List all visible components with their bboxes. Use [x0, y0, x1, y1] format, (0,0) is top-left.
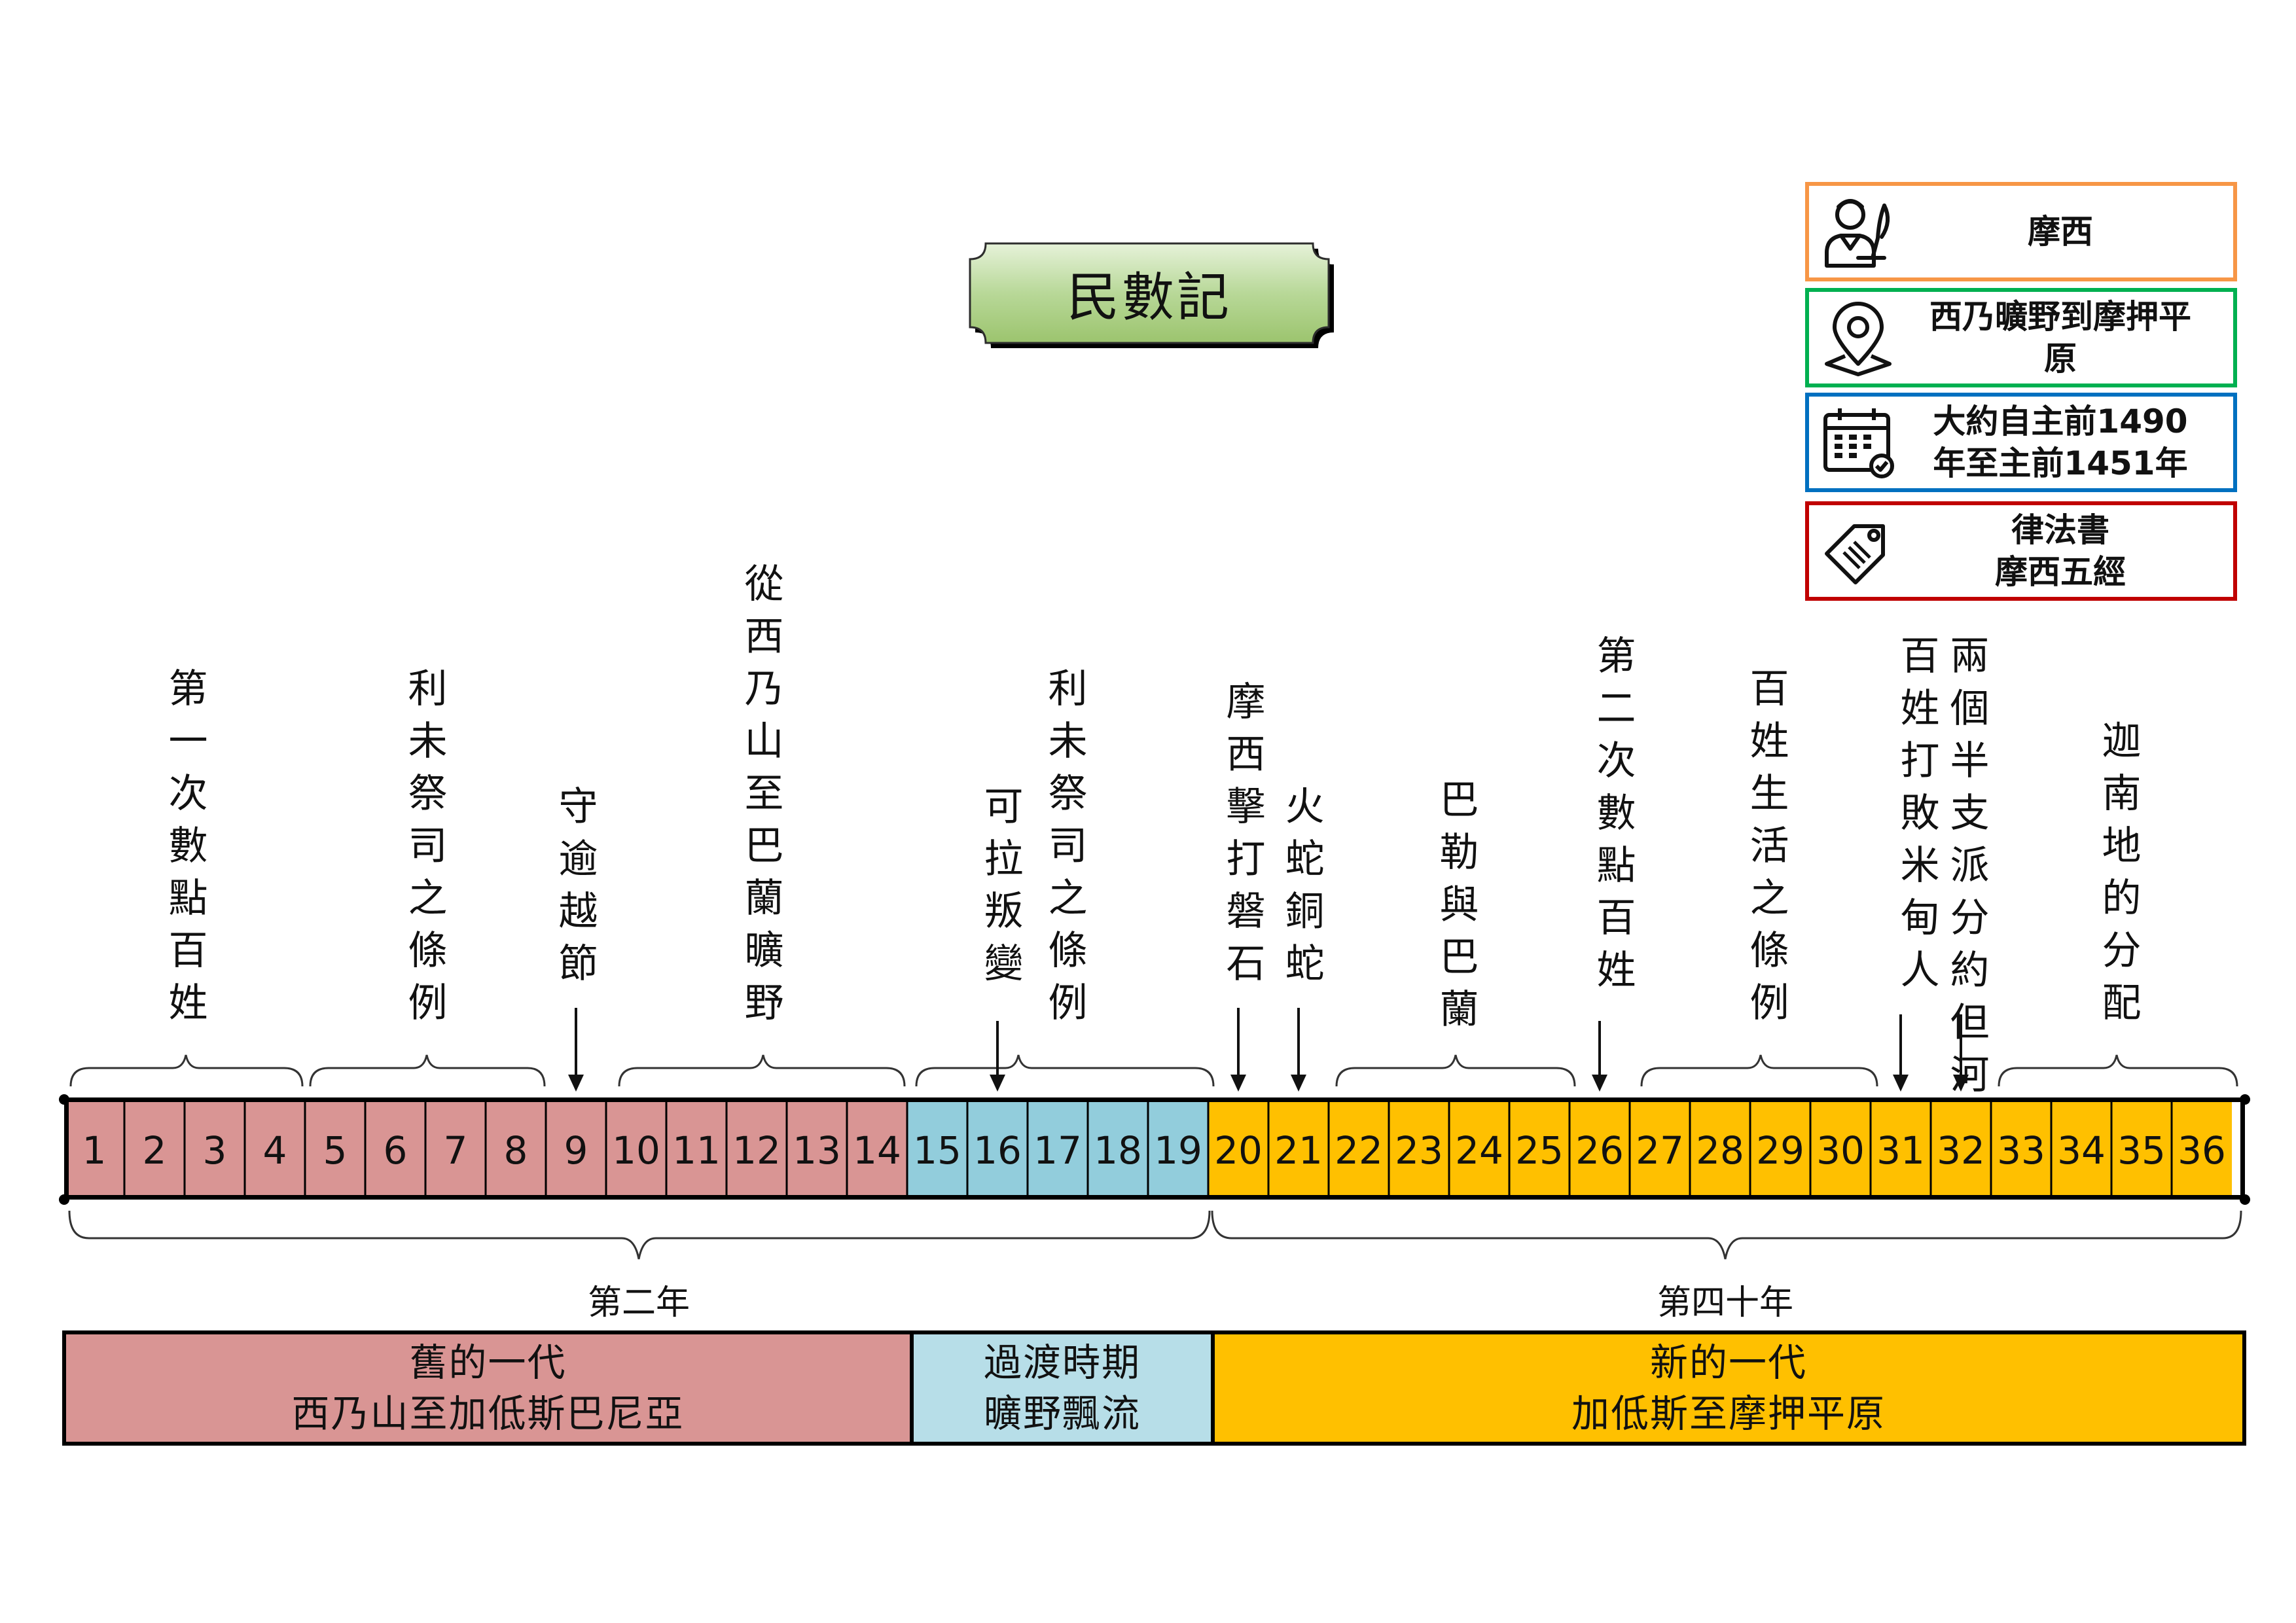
category-text: 律法書 摩西五經 — [1907, 509, 2233, 593]
new-generation-title: 新的一代 — [1649, 1340, 1807, 1385]
new-generation-box: 新的一代 加低斯至摩押平原 — [1211, 1330, 2246, 1446]
tag-icon — [1809, 505, 1907, 597]
author-box: 摩西 — [1805, 182, 2237, 281]
chapter-cell: 9 — [546, 1101, 606, 1200]
location-text: 西乃曠野到摩押平原 — [1907, 296, 2233, 380]
event-label-balak-balaam: 巴勒與巴蘭 — [1433, 779, 1479, 1041]
chapter-cell: 7 — [425, 1101, 486, 1200]
book-title: 民數記 — [1067, 267, 1232, 328]
chapter-cell: 17 — [1028, 1101, 1088, 1200]
chapter-cell: 25 — [1509, 1101, 1570, 1200]
old-generation-box: 舊的一代 西乃山至加低斯巴尼亞 — [62, 1330, 914, 1446]
chapter-cell: 19 — [1148, 1101, 1208, 1200]
new-generation-route: 加低斯至摩押平原 — [1571, 1391, 1886, 1436]
date-line-1: 大約自主前1490 — [1933, 402, 2188, 440]
event-label-moses-strikes-rock: 摩西擊打磐石 — [1219, 681, 1265, 995]
arrow-heads — [568, 1075, 1969, 1092]
chapter-cell: 30 — [1810, 1101, 1871, 1200]
location-box: 西乃曠野到摩押平原 — [1805, 288, 2237, 387]
event-label-fiery-serpents: 火蛇銅蛇 — [1278, 785, 1324, 995]
chapter-cell: 14 — [847, 1101, 907, 1200]
author-text: 摩西 — [1907, 211, 2233, 253]
title-badge-shape — [969, 242, 1334, 348]
date-box: 大約自主前1490 年至主前1451年 — [1805, 393, 2237, 492]
chapter-cell: 20 — [1208, 1101, 1268, 1200]
chapter-cell: 1 — [64, 1101, 124, 1200]
location-label: 西乃曠野到摩押平原 — [1929, 298, 2191, 378]
chapter-cell: 24 — [1449, 1101, 1509, 1200]
event-label-canaan-allotment: 迦南地的分配 — [2095, 720, 2141, 1034]
chapter-dividers — [123, 1099, 2173, 1200]
location-pin-icon — [1809, 292, 1907, 383]
chapter-cell: 27 — [1630, 1101, 1690, 1200]
transition-title: 過渡時期 — [983, 1340, 1141, 1385]
chapter-cell: 2 — [124, 1101, 185, 1200]
chapter-cell: 6 — [365, 1101, 425, 1200]
chapter-cell: 11 — [666, 1101, 726, 1200]
chapter-cell: 4 — [245, 1101, 305, 1200]
calendar-icon — [1809, 397, 1907, 488]
book-title-badge: 民數記 — [961, 234, 1338, 352]
old-generation-route: 西乃山至加低斯巴尼亞 — [291, 1391, 685, 1436]
event-label-levite-rules-2: 利未祭司之條例 — [1041, 668, 1087, 1034]
date-line-2: 年至主前1451年 — [1933, 444, 2188, 482]
brace-year-40 — [1211, 1210, 2242, 1260]
chapter-cell: 8 — [486, 1101, 546, 1200]
event-label-korah-rebellion: 可拉叛變 — [977, 785, 1023, 995]
chapter-cell: 29 — [1750, 1101, 1810, 1200]
event-label-people-life-rules: 百姓生活之條例 — [1743, 668, 1789, 1034]
brace-ch33-36 — [1998, 1054, 2238, 1087]
brace-ch10-14 — [618, 1054, 906, 1087]
category-box: 律法書 摩西五經 — [1805, 501, 2237, 601]
old-generation-title: 舊的一代 — [409, 1340, 567, 1385]
upper-braces — [69, 1054, 2238, 1087]
chapter-cell: 3 — [185, 1101, 245, 1200]
chapter-cell: 22 — [1329, 1101, 1389, 1200]
chapter-cell: 33 — [1991, 1101, 2051, 1200]
date-text: 大約自主前1490 年至主前1451年 — [1907, 401, 2233, 484]
category-line-2: 摩西五經 — [1995, 553, 2126, 591]
chapter-cell: 35 — [2111, 1101, 2172, 1200]
brace-ch27-30 — [1640, 1054, 1878, 1087]
brace-ch22-25 — [1335, 1054, 1576, 1087]
person-writing-icon — [1809, 186, 1907, 277]
event-label-passover: 守逾越節 — [552, 785, 598, 995]
transition-box: 過渡時期 曠野飄流 — [910, 1330, 1215, 1446]
event-label-defeat-midianites: 百姓打敗米甸人 — [1893, 635, 1939, 1001]
transition-subtitle: 曠野飄流 — [983, 1391, 1141, 1436]
event-arrows — [575, 1008, 1962, 1080]
chapter-cell: 21 — [1268, 1101, 1329, 1200]
category-line-1: 律法書 — [2011, 511, 2109, 549]
chapter-cell: 12 — [726, 1101, 787, 1200]
event-label-levite-rules-1: 利未祭司之條例 — [401, 668, 447, 1034]
bar-end-dots — [59, 1094, 2250, 1205]
chapter-cell: 23 — [1389, 1101, 1449, 1200]
chapter-cell: 5 — [305, 1101, 365, 1200]
event-label-census-1: 第一次數點百姓 — [162, 668, 207, 1034]
brace-ch5-8 — [309, 1054, 546, 1087]
year-label-second: 第二年 — [587, 1283, 690, 1323]
chapter-cell: 34 — [2051, 1101, 2111, 1200]
chapter-cell: 18 — [1088, 1101, 1148, 1200]
brace-ch15-19 — [915, 1054, 1215, 1087]
chapter-cell: 26 — [1570, 1101, 1630, 1200]
author-label: 摩西 — [2028, 213, 2093, 251]
chapter-cell: 10 — [606, 1101, 666, 1200]
chapter-cell: 16 — [967, 1101, 1028, 1200]
brace-year-2 — [68, 1210, 1211, 1260]
brace-ch1-4 — [69, 1054, 304, 1087]
chapter-cell: 36 — [2172, 1101, 2232, 1200]
lower-braces — [68, 1210, 2242, 1260]
event-label-census-2: 第二次數點百姓 — [1590, 635, 1636, 1001]
chapter-cell: 28 — [1690, 1101, 1750, 1200]
chapter-cell: 31 — [1871, 1101, 1931, 1200]
chapter-cell: 15 — [907, 1101, 967, 1200]
year-label-fortieth: 第四十年 — [1657, 1283, 1793, 1323]
chapter-cell: 13 — [787, 1101, 847, 1200]
chapter-cell: 32 — [1931, 1101, 1991, 1200]
event-label-sinai-to-paran: 從西乃山至巴蘭曠野 — [738, 563, 783, 1034]
